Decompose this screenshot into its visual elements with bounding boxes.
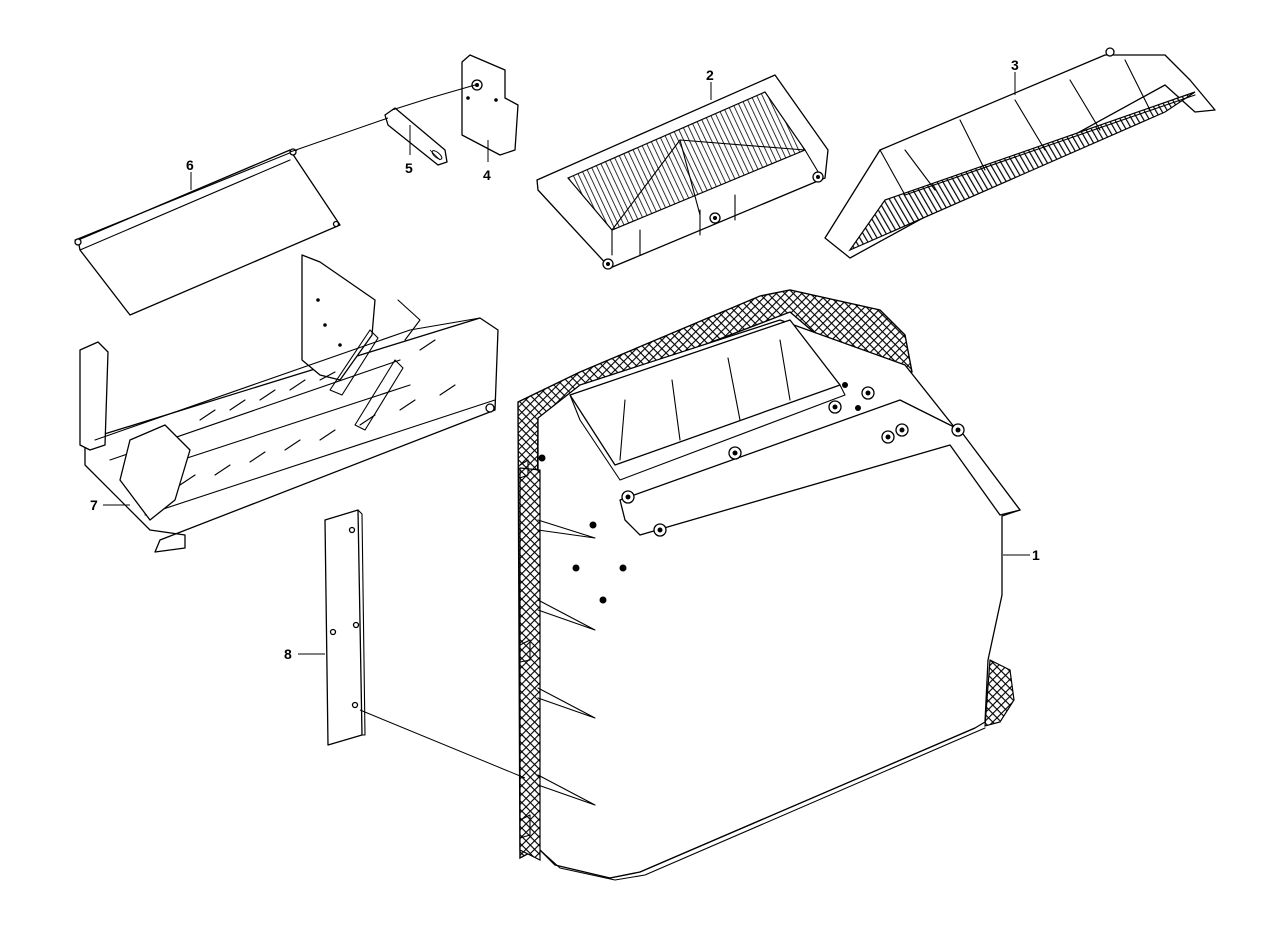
housing-top-flange [619, 399, 1021, 536]
frame-left-post [79, 341, 109, 451]
callout-6: 6 [186, 157, 194, 173]
housing-left-grid [519, 467, 541, 861]
callout-3: 3 [1011, 57, 1019, 73]
callout-labels: 1 2 3 4 5 6 7 8 [90, 57, 1040, 662]
callout-2: 2 [706, 67, 714, 83]
leader-5-to-4 [429, 84, 476, 99]
part-4-bracket [461, 54, 519, 156]
frame-side-tab [119, 424, 191, 521]
leader-lines [103, 72, 1030, 779]
part-6-flap [74, 148, 341, 316]
housing-right-rim [984, 659, 1015, 727]
part-1-housing [517, 289, 1021, 881]
part-3-grille [824, 47, 1216, 259]
part-7-frame [79, 254, 499, 553]
part-8-strip [324, 509, 366, 746]
callout-1: 1 [1032, 547, 1040, 563]
part-5-lever [384, 97, 448, 166]
flap-plate [77, 149, 341, 316]
callout-7: 7 [90, 497, 98, 513]
callout-4: 4 [483, 167, 491, 183]
leader-6-to-5 [289, 117, 389, 153]
grille-mesh [848, 91, 1196, 252]
part-2-filter [536, 74, 829, 270]
bracket-plate [461, 54, 519, 156]
frame-base [84, 317, 499, 553]
leader-8-to-1 [359, 709, 526, 779]
callout-8: 8 [284, 646, 292, 662]
lever-arm [384, 107, 448, 166]
callout-5: 5 [405, 160, 413, 176]
